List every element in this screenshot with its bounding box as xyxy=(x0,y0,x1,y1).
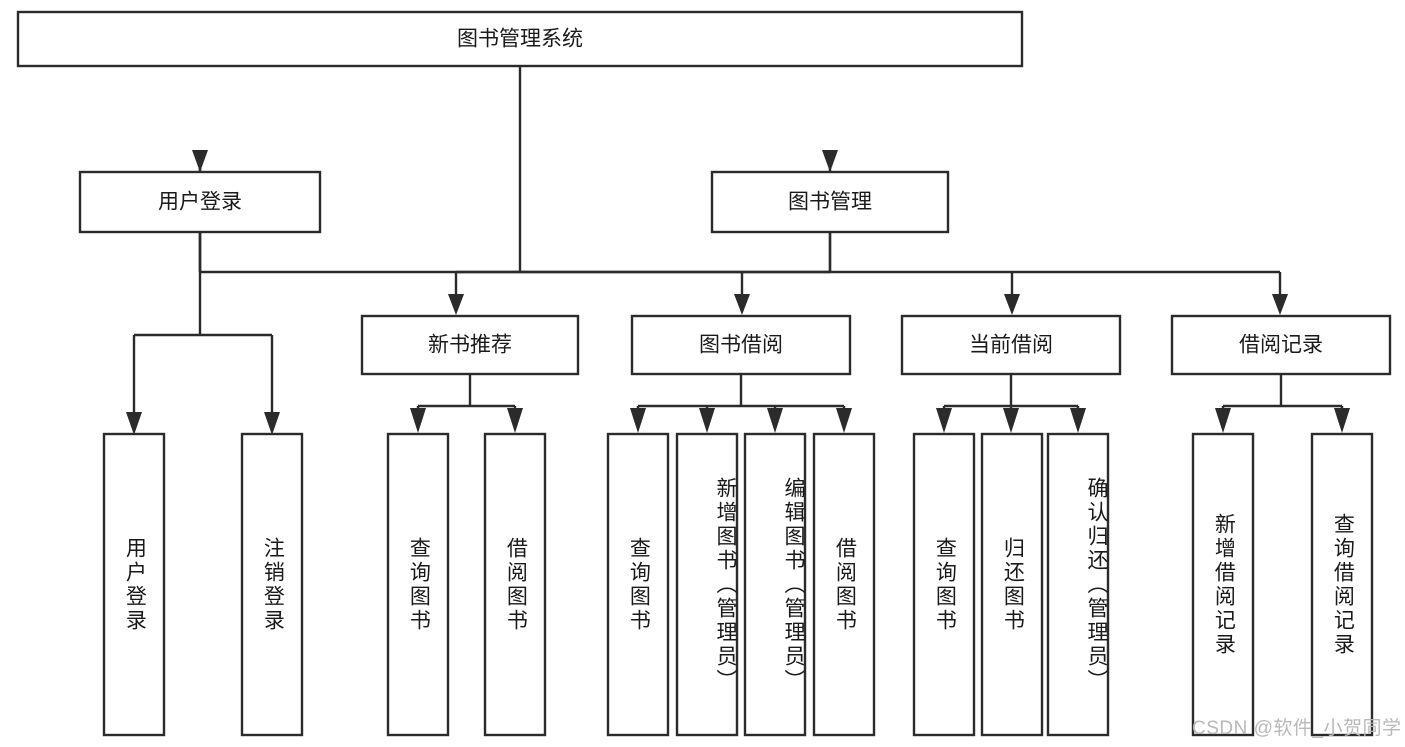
edge-group-userlogin-to-leaves xyxy=(126,232,280,435)
arrow-leaf-borrow-book-2 xyxy=(836,408,852,433)
leaf-user-login[interactable] xyxy=(102,432,166,737)
node-current-borrow[interactable] xyxy=(900,314,1122,376)
arrow-leaf-return-book xyxy=(1003,408,1019,433)
watermark-text: CSDN @软件_小贺同学 xyxy=(1192,718,1402,739)
edge-group-bookmgmt-to-level3 xyxy=(448,232,1288,315)
arrow-book-mgmt xyxy=(822,150,838,172)
arrow-leaf-confirm-return xyxy=(1070,408,1086,433)
node-book-borrow[interactable] xyxy=(630,314,852,376)
arrow-new-book-rec xyxy=(448,294,464,315)
arrow-borrow-record xyxy=(1272,294,1288,315)
node-root[interactable] xyxy=(16,10,1024,68)
leaf-query-book-3[interactable] xyxy=(912,432,976,737)
leaf-query-book-2[interactable] xyxy=(606,432,670,737)
leaf-edit-book-admin[interactable] xyxy=(743,432,807,737)
arrow-leaf-query-book-3 xyxy=(936,408,952,433)
leaf-query-borrow-record[interactable] xyxy=(1310,432,1374,737)
leaf-add-book-admin[interactable] xyxy=(675,432,739,737)
arrow-leaf-add-record xyxy=(1215,408,1231,433)
arrow-leaf-query-record xyxy=(1334,408,1350,433)
leaf-add-borrow-record[interactable] xyxy=(1191,432,1255,737)
node-new-book-recommend-label: 新书推荐 xyxy=(428,334,512,357)
edge-group-borrowrecord-to-leaves xyxy=(1215,375,1350,433)
node-book-management[interactable] xyxy=(710,170,950,234)
arrow-leaf-logout xyxy=(264,412,280,435)
arrow-leaf-query-book-1 xyxy=(410,408,426,433)
node-book-management-label: 图书管理 xyxy=(788,191,872,214)
arrow-user-login xyxy=(192,150,208,172)
node-new-book-recommend[interactable] xyxy=(360,314,580,376)
leaf-logout[interactable] xyxy=(240,432,304,737)
node-borrow-record[interactable] xyxy=(1170,314,1392,376)
edge-group-bookborrow-to-leaves xyxy=(630,375,852,433)
node-root-label: 图书管理系统 xyxy=(457,28,583,51)
node-user-login[interactable] xyxy=(78,170,322,234)
edge-group-currentborrow-to-leaves xyxy=(936,375,1086,433)
arrow-leaf-add-book xyxy=(699,408,715,433)
arrow-leaf-edit-book xyxy=(767,408,783,433)
leaf-return-book[interactable] xyxy=(980,432,1044,737)
node-borrow-record-label: 借阅记录 xyxy=(1239,334,1323,357)
leaf-borrow-book-1[interactable] xyxy=(483,432,547,737)
leaf-borrow-book-2[interactable] xyxy=(812,432,876,737)
arrow-current-borrow xyxy=(1004,294,1020,315)
arrow-leaf-user-login xyxy=(126,412,142,435)
edge-group-newbook-to-leaves xyxy=(410,375,523,433)
node-current-borrow-label: 当前借阅 xyxy=(969,334,1053,357)
node-book-borrow-label: 图书借阅 xyxy=(699,334,783,357)
leaf-confirm-return-admin[interactable] xyxy=(1046,432,1110,737)
arrow-book-borrow xyxy=(734,294,750,315)
leaf-query-book-1[interactable] xyxy=(386,432,450,737)
arrow-leaf-borrow-book-1 xyxy=(507,408,523,433)
edge-group-root-to-level2 xyxy=(192,66,838,274)
arrow-leaf-query-book-2 xyxy=(630,408,646,433)
node-user-login-label: 用户登录 xyxy=(158,191,242,214)
